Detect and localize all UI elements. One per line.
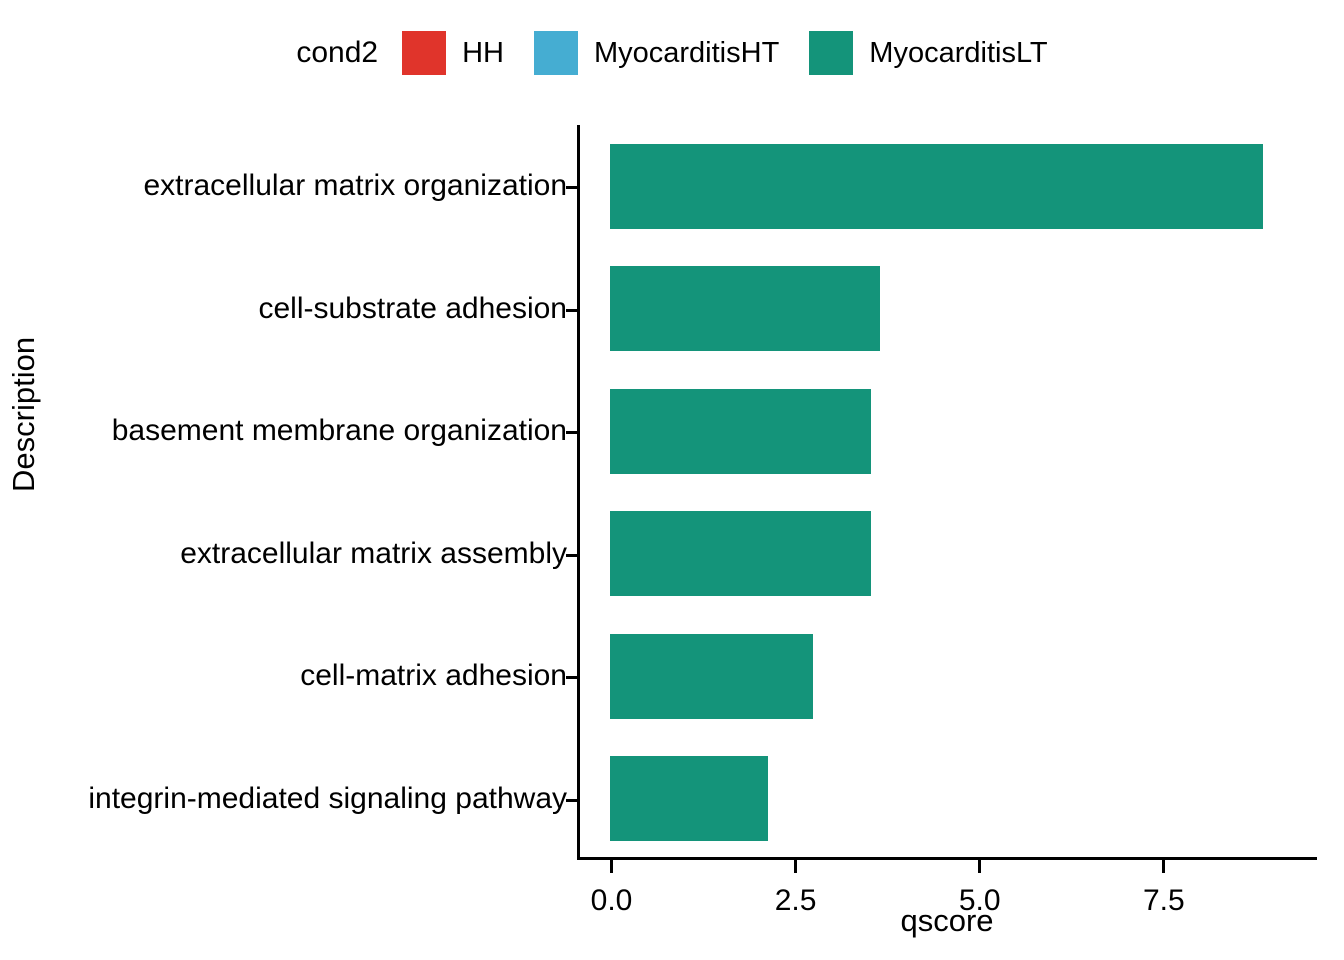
bar[interactable]: [610, 266, 881, 352]
legend-label-myocarditislt: MyocarditisLT: [869, 36, 1048, 69]
x-tick-mark: [978, 860, 982, 873]
legend-swatch-hh: [402, 31, 447, 75]
x-tick-label: 5.0: [958, 884, 1001, 917]
bar[interactable]: [610, 143, 1263, 229]
x-tick-label: 2.5: [774, 884, 817, 917]
x-axis-title: qscore: [900, 903, 994, 938]
y-tick-label: integrin-mediated signaling pathway: [88, 781, 567, 815]
y-tick-mark: [566, 186, 577, 190]
y-tick-label: extracellular matrix assembly: [180, 536, 567, 570]
legend-label-myocarditisht: MyocarditisHT: [593, 36, 780, 69]
bar[interactable]: [610, 511, 871, 597]
y-tick-label: extracellular matrix organization: [143, 169, 567, 203]
y-tick-label: basement membrane organization: [111, 414, 567, 448]
x-tick-mark: [1162, 860, 1166, 873]
legend-label-hh: HH: [462, 36, 504, 69]
legend-swatch-myocarditisht: [533, 31, 578, 75]
plot-panel: extracellular matrix organization cell-su…: [88, 125, 1317, 917]
x-tick-label: 0.0: [590, 884, 633, 917]
bar[interactable]: [610, 388, 871, 474]
legend-item-hh[interactable]: HH: [402, 31, 504, 75]
x-axis-line: [577, 857, 1317, 860]
legend: cond2 HH MyocarditisHT MyocarditisLT: [0, 22, 1344, 84]
y-tick-mark: [566, 798, 577, 802]
legend-swatch-myocarditislt: [809, 31, 854, 75]
bar[interactable]: [610, 756, 768, 842]
legend-item-myocarditisht[interactable]: MyocarditisHT: [533, 31, 780, 75]
y-axis-line: [577, 125, 580, 860]
y-tick-mark: [566, 553, 577, 557]
x-tick-mark: [610, 860, 613, 873]
y-tick-mark: [566, 308, 577, 312]
y-tick-mark: [566, 676, 577, 680]
x-tick-label: 7.5: [1142, 884, 1185, 917]
legend-title: cond2: [296, 36, 379, 69]
y-tick-label: cell-matrix adhesion: [300, 659, 567, 693]
y-tick-label: cell-substrate adhesion: [258, 291, 567, 325]
y-axis-title: Description: [6, 336, 41, 492]
legend-item-myocarditislt[interactable]: MyocarditisLT: [809, 31, 1048, 75]
x-tick-mark: [794, 860, 798, 873]
bar[interactable]: [610, 633, 814, 719]
y-tick-mark: [566, 431, 577, 435]
